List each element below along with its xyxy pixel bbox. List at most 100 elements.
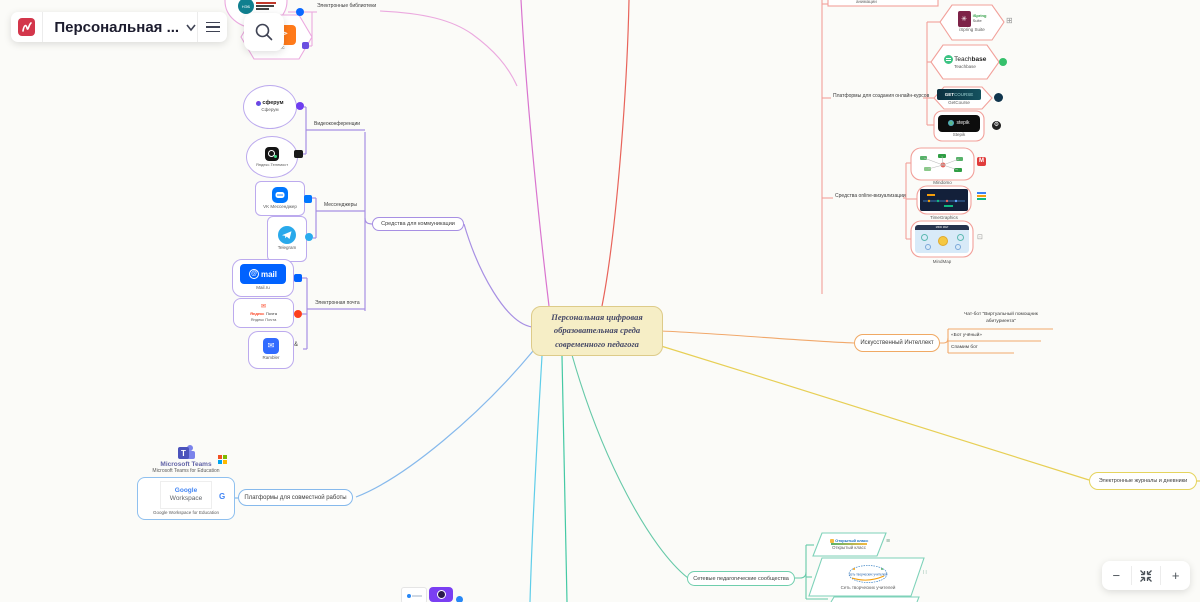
open-class-badge-icon: ≡ xyxy=(886,538,891,545)
teachbase-badge-icon xyxy=(999,58,1007,66)
node-rambler[interactable]: ✉ Rambler xyxy=(248,331,294,369)
central-topic-line1: Персональная цифровая xyxy=(551,312,643,323)
ms-teams-icon: T xyxy=(178,444,195,459)
teachbase-icon xyxy=(943,55,953,65)
ai-item-chatbot[interactable]: Чат-бот "Виртуальный помощник абитуриент… xyxy=(964,312,1038,324)
ms-teams-wordmark: Microsoft Teams xyxy=(160,460,212,468)
node-ispring[interactable]: ✳ iSpring Suite iSpring Suite xyxy=(944,7,1000,37)
yandex-badge-icon xyxy=(294,310,302,318)
teachbase-caption: Teachbase xyxy=(954,64,976,70)
ispring-wordmark: iSpring Suite xyxy=(972,12,987,23)
mindmap-preview-image: MIND MAP xyxy=(915,225,969,253)
zoom-toolbar: − + xyxy=(1102,561,1190,590)
branch-visualization-label: Средства online-визуализации xyxy=(835,193,906,199)
telegram-caption: Telegram xyxy=(277,245,297,251)
ispring-caption: iSpring Suite xyxy=(959,26,985,32)
node-vk-messenger[interactable]: VK Мессенджер xyxy=(255,181,305,216)
partial-dot-bottom xyxy=(456,596,463,602)
getcourse-caption: GetCourse xyxy=(948,100,970,106)
branch-courses-label: Платформы для создания онлайн-курсов xyxy=(833,93,930,99)
telemost-icon xyxy=(265,146,279,161)
branch-ai[interactable]: Искусственный Интеллект xyxy=(854,334,940,352)
branch-journals-label: Электронные журналы и дневники xyxy=(1098,478,1188,484)
neb-badge-icon xyxy=(296,8,304,16)
node-yandex-mail[interactable]: ✉ Яндекс Почта Яндекс Почта xyxy=(233,298,294,328)
mailru-badge-icon xyxy=(294,274,302,282)
stepik-logo: stepik xyxy=(938,114,980,132)
zoom-out-button[interactable]: − xyxy=(1112,568,1121,583)
vk-messenger-caption: VK Мессенджер xyxy=(263,203,297,209)
rambler-badge: & xyxy=(294,342,299,348)
branch-communities-label: Сетевые педагогические сообщества xyxy=(693,575,789,582)
board-title: Персональная ... xyxy=(54,18,180,36)
vk-badge-icon xyxy=(304,195,312,203)
sferum-icon xyxy=(256,100,262,106)
board-title-selector[interactable]: Персональная ... xyxy=(43,19,197,36)
zoom-in-button[interactable]: + xyxy=(1171,568,1180,583)
sferum-caption: Сферум xyxy=(261,107,279,113)
yandex-mail-caption: Яндекс Почта xyxy=(250,316,277,322)
neb-wordmark xyxy=(256,2,276,10)
node-mailru[interactable]: @ mail Mail.ru xyxy=(232,259,294,297)
node-mindmap[interactable]: MIND MAP xyxy=(914,224,970,254)
node-teachbase[interactable]: Teachbase Teachbase xyxy=(936,50,994,76)
branch-communities[interactable]: Сетевые педагогические сообщества xyxy=(687,571,795,586)
node-sferum[interactable]: сферум Сферум xyxy=(243,85,297,129)
teachbase-wordmark: Teachbase xyxy=(954,56,987,64)
mindomo-preview-image xyxy=(915,152,970,176)
ispring-badge-icon: ⊞ xyxy=(1006,16,1013,25)
branch-communication[interactable]: Средства для коммуникации xyxy=(372,217,464,231)
branch-journals[interactable]: Электронные журналы и дневники xyxy=(1089,472,1197,490)
google-badge-icon: G xyxy=(219,492,226,501)
search-button[interactable] xyxy=(244,13,284,51)
telemost-caption: Яндекс.Телемост xyxy=(255,161,289,167)
node-teachers-network[interactable]: сеть творческих учителей Сеть творческих… xyxy=(822,560,914,594)
mindmap-caption: MindMap xyxy=(932,259,952,264)
stepik-icon xyxy=(948,120,955,127)
ai-item-bot-3[interactable]: Спамим бот xyxy=(951,345,978,350)
getcourse-logo: GET COURSE xyxy=(937,89,981,101)
neb-icon: НЭБ xyxy=(238,0,254,14)
central-topic-line3: современного педагога xyxy=(555,338,639,349)
central-topic[interactable]: Персональная цифровая образовательная ср… xyxy=(531,306,663,356)
menu-button[interactable] xyxy=(198,21,227,33)
node-timegraphics[interactable] xyxy=(920,189,968,211)
teachers-network-badge-icon: ∷ xyxy=(923,570,927,576)
telegram-badge-icon xyxy=(305,233,313,241)
ms-teams-caption: Microsoft Teams for Education xyxy=(152,467,220,474)
node-ms-teams[interactable]: T Microsoft Teams Microsoft Teams for Ed… xyxy=(146,442,226,476)
group-label-email: Электронная почта xyxy=(315,300,360,306)
board-header: Персональная ... xyxy=(11,12,227,42)
ai-item-bot-scientist[interactable]: «Бот учёный» xyxy=(951,333,982,338)
group-label-messengers: Мессенджеры xyxy=(324,202,357,208)
branch-collaboration[interactable]: Платформы для совместной работы xyxy=(238,489,353,506)
fit-screen-icon xyxy=(1140,569,1152,582)
svg-text:T: T xyxy=(181,449,186,458)
google-workspace-logo: Google Workspace xyxy=(160,480,212,509)
node-getcourse[interactable]: GET COURSE GetCourse xyxy=(936,88,982,108)
rambler-caption: Rambler xyxy=(262,355,280,361)
node-stepik[interactable]: stepik Stepik xyxy=(937,113,981,140)
app-logo[interactable] xyxy=(18,18,36,36)
mindmap-badge-icon: ⊡ xyxy=(977,234,983,241)
mindomo-badge-icon: M xyxy=(977,157,986,166)
partial-node-caption: анимации xyxy=(856,0,877,4)
open-class-icon xyxy=(829,538,834,543)
node-mindomo[interactable] xyxy=(914,151,971,177)
node-google-workspace[interactable]: Google Workspace Google Workspace for Ed… xyxy=(137,477,235,520)
getcourse-badge-icon xyxy=(994,93,1003,102)
partial-node-bottom-right[interactable] xyxy=(429,587,453,602)
branch-communication-label: Средства для коммуникации xyxy=(381,221,455,227)
mailru-caption: Mail.ru xyxy=(256,285,270,291)
branch-ai-label: Искусственный Интеллект xyxy=(860,340,934,346)
vk-messenger-icon xyxy=(272,186,288,203)
node-open-class[interactable]: Открытый класс Открытый класс xyxy=(818,535,880,555)
google-workspace-caption: Google Workspace for Education xyxy=(153,509,219,515)
partial-node-bottom-left[interactable] xyxy=(401,587,427,602)
node-telegram[interactable]: Telegram xyxy=(267,216,307,262)
ispring-icon: ✳ xyxy=(957,10,971,27)
fit-screen-button[interactable] xyxy=(1132,561,1161,590)
branch-collaboration-label: Платформы для совместной работы xyxy=(244,494,347,501)
node-telemost[interactable]: Яндекс.Телемост xyxy=(246,136,298,178)
